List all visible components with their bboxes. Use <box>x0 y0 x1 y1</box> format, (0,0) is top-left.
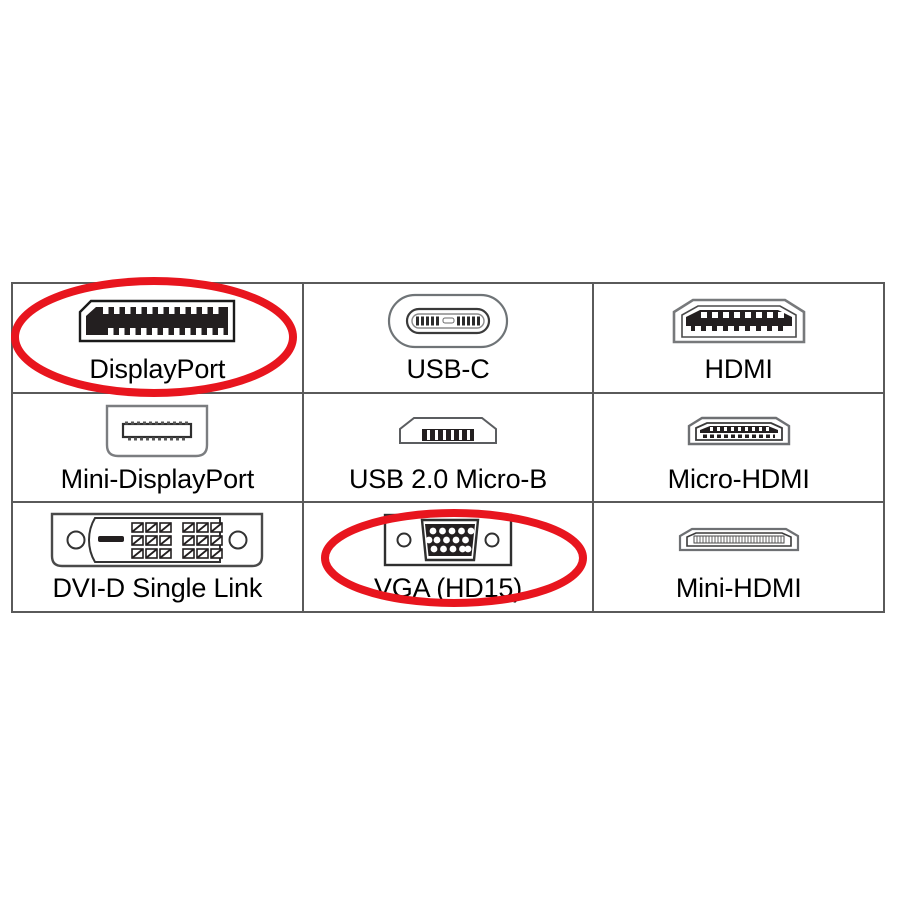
micro-hdmi-connector-icon <box>686 402 792 460</box>
usb-micro-b-connector-icon <box>398 402 498 460</box>
usb-c-connector-icon <box>387 292 509 350</box>
cell-mini-displayport[interactable]: Mini-DisplayPort <box>13 393 304 504</box>
mini-hdmi-connector-icon <box>677 511 801 569</box>
cell-label-mini-hdmi: Mini-HDMI <box>675 573 802 604</box>
dvi-d-connector-icon <box>48 511 266 569</box>
cell-label-dvi-d: DVI-D Single Link <box>52 573 263 604</box>
cell-usb-c[interactable]: USB-C <box>303 284 595 394</box>
cell-micro-hdmi[interactable]: Micro-HDMI <box>594 393 885 504</box>
displayport-connector-icon <box>77 292 237 350</box>
cell-label-usb-c: USB-C <box>406 354 490 384</box>
cell-dvi-d[interactable]: DVI-D Single Link <box>13 503 304 613</box>
vga-connector-icon <box>382 511 514 569</box>
cell-hdmi[interactable]: HDMI <box>594 284 885 394</box>
hdmi-connector-icon <box>671 292 807 350</box>
cell-label-vga: VGA (HD15) <box>373 573 523 604</box>
cell-vga[interactable]: VGA (HD15) <box>303 503 595 613</box>
cell-label-hdmi: HDMI <box>704 354 773 384</box>
cell-usb-micro-b[interactable]: USB 2.0 Micro-B <box>303 393 595 504</box>
connector-table: DisplayPort <box>11 282 885 613</box>
cell-label-displayport: DisplayPort <box>89 354 226 384</box>
mini-displayport-connector-icon <box>104 402 210 460</box>
cell-mini-hdmi[interactable]: Mini-HDMI <box>594 503 885 613</box>
cell-label-micro-hdmi: Micro-HDMI <box>667 463 810 494</box>
cell-label-usb-micro-b: USB 2.0 Micro-B <box>348 463 548 494</box>
cell-label-mini-displayport: Mini-DisplayPort <box>60 463 255 494</box>
cell-displayport[interactable]: DisplayPort <box>13 284 304 394</box>
